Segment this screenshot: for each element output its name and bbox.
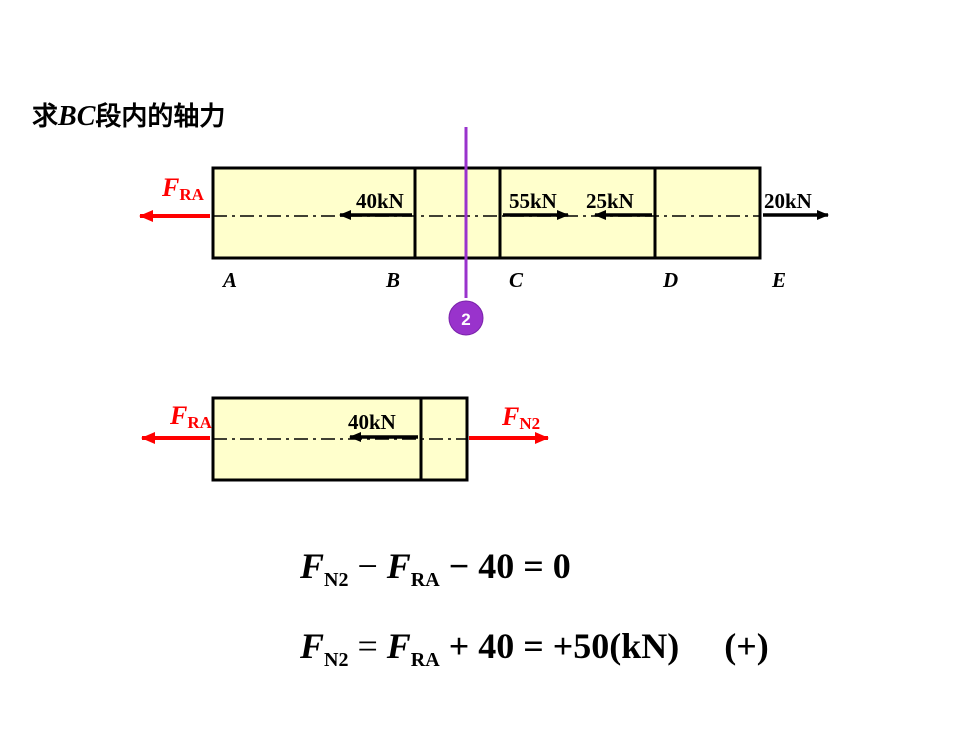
free-body-reaction-label: FRA <box>169 401 213 432</box>
point-b-label: B <box>385 268 400 292</box>
axial-force-result: FN2 = FRA + 40 = +50(kN) (+) <box>300 626 769 671</box>
point-e-label: E <box>771 268 786 292</box>
reaction-label-upper: FRA <box>161 173 205 204</box>
point-d-label: D <box>662 268 678 292</box>
section-marker <box>448 300 484 336</box>
load-20kn-label: 20kN <box>764 189 812 213</box>
sign-indicator: (+) <box>724 626 769 666</box>
point-c-label: C <box>509 268 524 292</box>
load-25kn-label: 25kN <box>586 189 634 213</box>
load-40kn-label: 40kN <box>356 189 404 213</box>
page-title: 求BC段内的轴力 <box>32 101 226 132</box>
upper-bar <box>211 166 762 260</box>
section-number: 2 <box>461 310 470 329</box>
load-55kn-label: 55kN <box>509 189 557 213</box>
internal-force-label: FN2 <box>501 402 540 433</box>
point-a-label: A <box>221 268 237 292</box>
free-body-load-label: 40kN <box>348 410 396 434</box>
equilibrium-equation: FN2 − FRA − 40 = 0 <box>300 546 571 591</box>
